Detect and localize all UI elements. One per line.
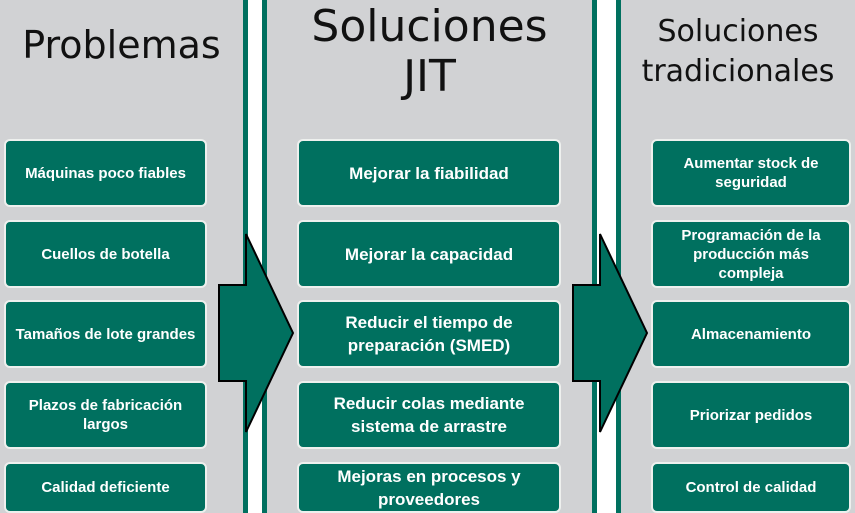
traditional-solution-item: Almacenamiento: [651, 300, 851, 368]
problem-item: Tamaños de lote grandes: [4, 300, 207, 368]
traditional-solution-item: Control de calidad: [651, 462, 851, 513]
problem-item: Plazos de fabricación largos: [4, 381, 207, 449]
right-arrow-icon: [218, 233, 295, 433]
column-title: Soluciones tradicionales: [641, 14, 835, 89]
traditional-solution-item: Aumentar stock de seguridad: [651, 139, 851, 207]
jit-solution-item: Reducir colas mediante sistema de arrast…: [297, 381, 561, 449]
traditional-solution-item: Priorizar pedidos: [651, 381, 851, 449]
right-arrow-icon: [572, 233, 649, 433]
jit-solution-item: Reducir el tiempo de preparación (SMED): [297, 300, 561, 368]
jit-solution-item: Mejorar la capacidad: [297, 220, 561, 288]
column-title: Problemas: [22, 23, 221, 67]
problem-item: Cuellos de botella: [4, 220, 207, 288]
column-title: Soluciones JIT: [311, 1, 548, 102]
problem-item: Máquinas poco fiables: [4, 139, 207, 207]
traditional-solution-item: Programación de la producción más comple…: [651, 220, 851, 288]
jit-solution-item: Mejoras en procesos y proveedores: [297, 462, 561, 513]
problem-item: Calidad deficiente: [4, 462, 207, 513]
jit-solution-item: Mejorar la fiabilidad: [297, 139, 561, 207]
